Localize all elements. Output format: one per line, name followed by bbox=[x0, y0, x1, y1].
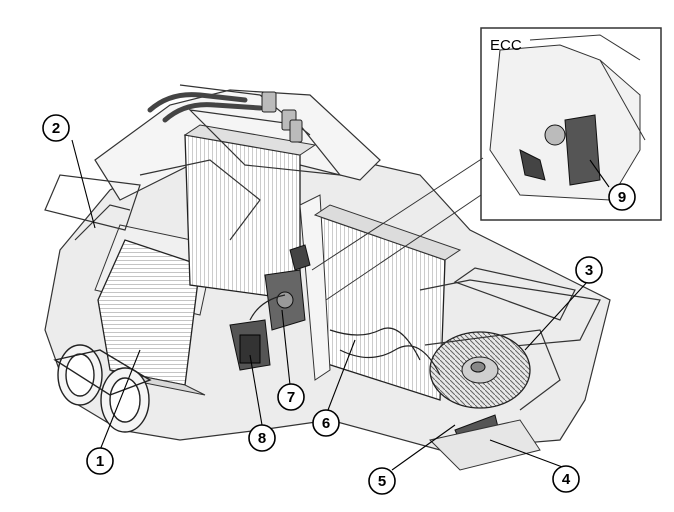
callout-6-label: 6 bbox=[322, 415, 330, 432]
actuator-8 bbox=[229, 319, 271, 371]
callout-6: 6 bbox=[312, 409, 340, 437]
evaporator-core bbox=[94, 224, 216, 396]
callout-1-label: 1 bbox=[96, 453, 104, 470]
wiring bbox=[249, 294, 441, 376]
callout-8-label: 8 bbox=[258, 430, 266, 447]
lower-housing-bracket bbox=[429, 419, 541, 471]
callout-2: 2 bbox=[42, 114, 70, 142]
callout-7: 7 bbox=[277, 383, 305, 411]
callout-4-label: 4 bbox=[562, 471, 571, 488]
pipe-fittings bbox=[261, 91, 303, 143]
actuator-7 bbox=[264, 244, 311, 331]
frame-outlines bbox=[44, 84, 601, 351]
inset-leader-lines bbox=[311, 157, 484, 301]
callouts: 1 2 3 4 5 6 7 8 bbox=[42, 114, 636, 495]
callout-9: 9 bbox=[608, 183, 636, 211]
callout-4: 4 bbox=[552, 465, 580, 493]
callout-5: 5 bbox=[368, 467, 396, 495]
callout-5-label: 5 bbox=[378, 473, 386, 490]
callout-3: 3 bbox=[575, 256, 603, 284]
callout-8: 8 bbox=[248, 424, 276, 452]
blower-fan bbox=[424, 329, 561, 411]
coolant-pipes bbox=[147, 92, 263, 123]
callout-1: 1 bbox=[86, 447, 114, 475]
heater-core bbox=[183, 124, 317, 301]
callout-leaders bbox=[71, 139, 610, 471]
callout-3-label: 3 bbox=[585, 262, 593, 279]
callout-2-label: 2 bbox=[52, 120, 60, 137]
air-outlets bbox=[53, 344, 152, 433]
callout-9-label: 9 bbox=[618, 189, 626, 206]
inset-label: ECC bbox=[490, 37, 522, 54]
callout-7-label: 7 bbox=[287, 389, 295, 406]
evaporator-fins bbox=[97, 239, 201, 386]
